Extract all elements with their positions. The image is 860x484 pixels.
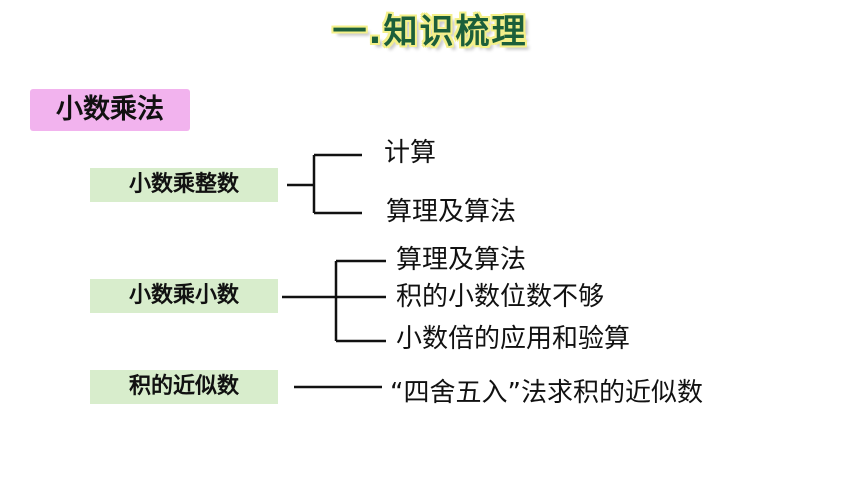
topic-approximate-product: 积的近似数 [90, 370, 278, 404]
leaf-reasoning-and-method: 算理及算法 [396, 245, 527, 275]
main-topic-label: 小数乘法 [30, 89, 190, 131]
leaf-reasoning-and-method: 算理及算法 [386, 197, 517, 227]
leaf-rounding-method: “四舍五入”法求积的近似数 [390, 378, 703, 408]
topic-decimal-times-decimal: 小数乘小数 [90, 279, 278, 313]
page-title: 一.知识梳理 [332, 12, 528, 52]
leaf-insufficient-decimal-places: 积的小数位数不够 [396, 282, 605, 312]
topic-decimal-times-integer: 小数乘整数 [90, 168, 278, 202]
leaf-calculation: 计算 [384, 138, 437, 168]
leaf-multiple-application-check: 小数倍的应用和验算 [396, 324, 631, 354]
